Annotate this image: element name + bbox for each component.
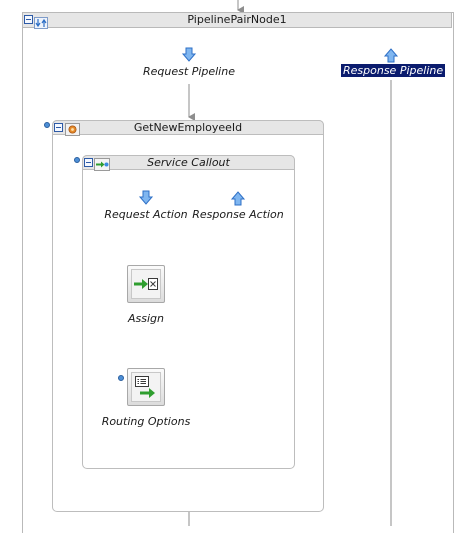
service-callout-breakpoint-icon[interactable] xyxy=(74,157,80,163)
response-pipeline-label[interactable]: Response Pipeline xyxy=(341,64,446,78)
stage-title: GetNewEmployeeId xyxy=(133,121,243,134)
request-pipeline-label[interactable]: Request Pipeline xyxy=(143,65,235,78)
assign-icon xyxy=(131,269,161,299)
collapse-pipeline-pair-button[interactable] xyxy=(24,15,33,24)
response-action-up-arrow-icon[interactable] xyxy=(230,190,246,206)
service-callout-title: Service Callout xyxy=(147,156,230,169)
stage-icon xyxy=(65,121,80,136)
assign-label[interactable]: Assign xyxy=(128,312,164,325)
routing-options-breakpoint-icon[interactable] xyxy=(118,375,124,381)
service-callout-node xyxy=(82,155,295,469)
service-callout-icon xyxy=(94,156,110,171)
pipeline-pair-icon xyxy=(34,14,48,29)
response-pipeline-label-text: Response Pipeline xyxy=(341,64,446,77)
request-pipeline-down-arrow-icon[interactable] xyxy=(181,47,197,63)
routing-options-action-node[interactable] xyxy=(127,368,165,406)
pipeline-pair-header[interactable] xyxy=(22,12,452,28)
collapse-stage-button[interactable] xyxy=(54,123,63,132)
routing-options-icon xyxy=(131,372,161,402)
request-action-down-arrow-icon[interactable] xyxy=(138,190,154,206)
pipeline-pair-title: PipelinePairNode1 xyxy=(187,13,287,26)
response-action-label[interactable]: Response Action xyxy=(192,208,284,221)
assign-action-node[interactable] xyxy=(127,265,165,303)
service-callout-header[interactable] xyxy=(82,155,295,170)
stage-breakpoint-icon[interactable] xyxy=(44,122,50,128)
collapse-service-callout-button[interactable] xyxy=(84,158,93,167)
request-action-label[interactable]: Request Action xyxy=(104,208,188,221)
response-pipeline-up-arrow-icon[interactable] xyxy=(383,47,399,63)
routing-options-label[interactable]: Routing Options xyxy=(101,415,191,428)
stage-header[interactable] xyxy=(52,120,324,135)
